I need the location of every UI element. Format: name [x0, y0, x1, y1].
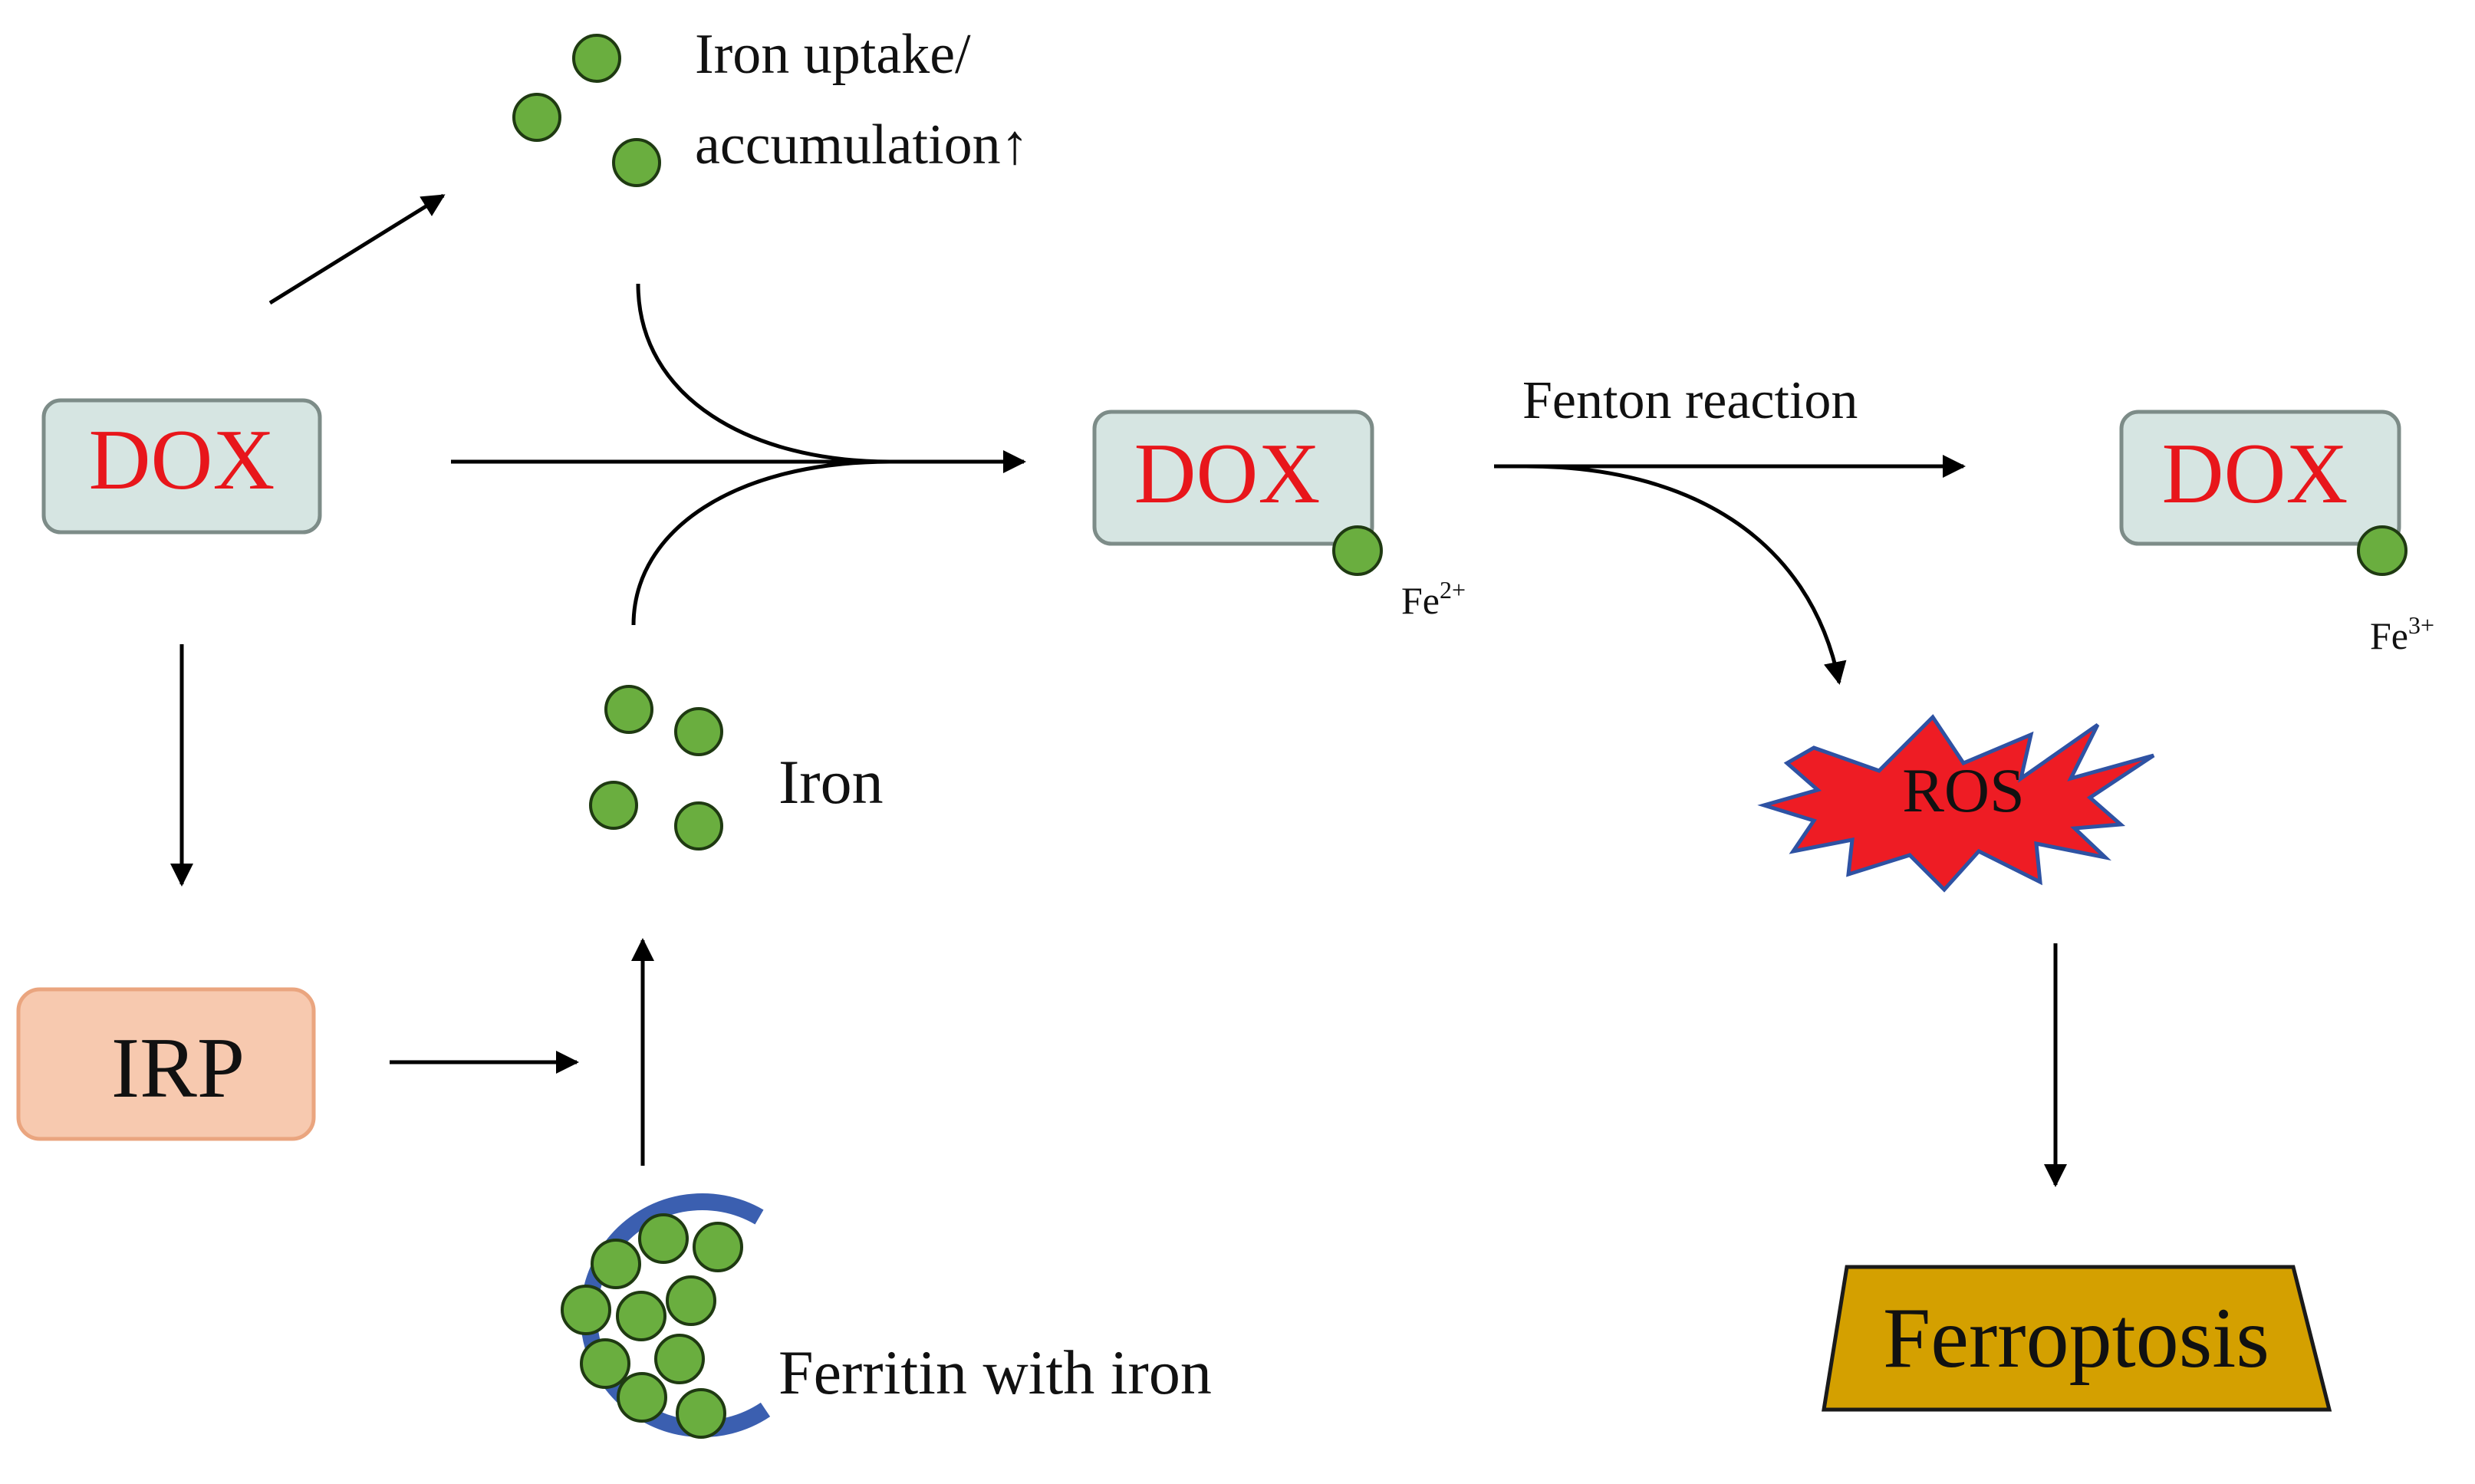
curve-fenton-to-ros [1525, 464, 1847, 685]
iron-dot [580, 1338, 630, 1389]
iron-dot [654, 1334, 705, 1384]
iron-uptake-label-line1: Iron uptake/ [695, 23, 971, 86]
ferritin-label: Ferritin with iron [778, 1338, 1212, 1407]
fe3-dot [2357, 525, 2408, 576]
iron-dot [666, 1275, 716, 1326]
dox-fe2-box: DOX [1092, 410, 1383, 576]
iron-dot [604, 685, 653, 734]
ferroptosis-trapezoid [1822, 1265, 2332, 1412]
iron-uptake-dots [512, 34, 661, 187]
ferroptosis-box: Ferroptosis [1822, 1265, 2332, 1412]
fe2-dot [1332, 525, 1383, 576]
iron-dot [616, 1291, 666, 1341]
iron-dot [572, 34, 621, 83]
dox-fe2-rect [1092, 410, 1374, 546]
iron-dot [674, 801, 723, 851]
irp-rect [16, 987, 316, 1141]
ros-burst: ROS [1757, 714, 2155, 893]
dox-start-label: DOX [89, 413, 275, 508]
iron-uptake-label-line2: accumulation↑ [695, 114, 1029, 176]
iron-dot [676, 1388, 726, 1439]
arrow-dox-to-uptake [268, 193, 446, 305]
dox-start-box: DOX [41, 398, 322, 535]
irp-box: IRP [16, 987, 316, 1141]
dox-fe3-box: DOX [2119, 410, 2408, 576]
dox-fe3-rect [2119, 410, 2401, 546]
iron-dot [591, 1239, 641, 1289]
iron-label: Iron [778, 747, 884, 817]
free-iron-dots [589, 685, 723, 851]
fe3-base: Fe [2370, 614, 2408, 657]
fe3-sup: 3+ [2408, 611, 2434, 639]
dox-fe3-label: DOX [2162, 426, 2348, 522]
iron-dot [589, 781, 638, 830]
ferroptosis-label: Ferroptosis [1883, 1291, 2269, 1386]
curve-iron-to-complex [631, 459, 890, 626]
ros-label: ROS [1902, 755, 2025, 825]
iron-dot [693, 1222, 743, 1272]
dox-start-rect [41, 398, 322, 535]
iron-dot [612, 138, 661, 187]
curve-uptake-to-complex [636, 283, 890, 464]
fe3-label: Fe3+ [2370, 611, 2434, 657]
iron-dot [561, 1285, 611, 1335]
iron-dot [638, 1213, 689, 1264]
fe2-label: Fe2+ [1401, 576, 1466, 622]
fe2-sup: 2+ [1440, 576, 1466, 604]
iron-dot [674, 707, 723, 756]
fenton-label: Fenton reaction [1522, 371, 1858, 430]
iron-dot [617, 1372, 667, 1423]
ros-star-shape [1757, 714, 2155, 893]
ferritin-icon [561, 1193, 771, 1439]
iron-dot [512, 93, 561, 142]
dox-fe2-label: DOX [1134, 426, 1321, 522]
fe2-base: Fe [1401, 579, 1440, 622]
irp-label: IRP [111, 1021, 245, 1116]
